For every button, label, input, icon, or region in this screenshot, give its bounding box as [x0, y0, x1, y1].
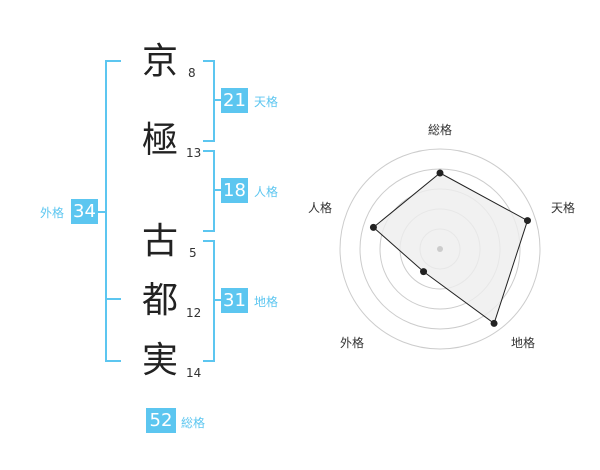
jinkaku-connector — [215, 189, 221, 191]
name-char-4: 都 — [141, 280, 178, 321]
jinkaku-bracket — [203, 150, 215, 232]
name-char-3: 古 — [141, 221, 178, 262]
jinkaku-label: 人格 — [254, 185, 279, 199]
radar-point-4 — [420, 268, 428, 276]
stroke-count-5: 14 — [186, 366, 202, 380]
radar-point-1 — [436, 169, 444, 177]
stroke-count-3: 5 — [189, 246, 197, 260]
radar-grid-ring — [379, 188, 501, 310]
gaikaku-label: 外格 — [40, 206, 65, 220]
radar-grid-ring — [419, 228, 461, 270]
radar-label-gaikaku: 外格 — [339, 336, 364, 350]
tenkaku-value: 21 — [221, 88, 248, 113]
gaikaku-bracket-bottom — [105, 298, 121, 362]
tenkaku-bracket — [203, 60, 215, 142]
chikaku-value: 31 — [221, 288, 248, 313]
soukaku-value: 52 — [146, 408, 176, 433]
name-char-5: 実 — [141, 340, 178, 381]
radar-label-tenkaku: 天格 — [550, 201, 575, 215]
radar-grid-ring — [339, 148, 541, 350]
name-char-2: 極 — [141, 120, 178, 161]
tenkaku-label: 天格 — [254, 95, 279, 109]
radar-label-soukaku: 総格 — [427, 123, 452, 137]
radar-value-polygon — [372, 172, 529, 325]
radar-grid-ring — [399, 208, 481, 290]
stroke-count-2: 13 — [186, 146, 202, 160]
gaikaku-bracket-top — [105, 60, 121, 300]
name-char-1: 京 — [141, 41, 178, 82]
radar-point-3 — [490, 319, 498, 327]
tenkaku-connector — [215, 99, 221, 101]
soukaku-label: 総格 — [181, 416, 206, 430]
gaikaku-value: 34 — [71, 199, 98, 224]
chikaku-label: 地格 — [254, 295, 279, 309]
chikaku-bracket — [203, 240, 215, 362]
radar-grid-ring — [359, 168, 521, 330]
radar-point-5 — [369, 223, 377, 231]
gaikaku-connector — [98, 211, 106, 213]
stroke-count-4: 12 — [186, 306, 202, 320]
jinkaku-value: 18 — [221, 178, 248, 203]
radar-center-dot — [437, 246, 443, 252]
radar-label-chikaku: 地格 — [510, 336, 535, 350]
stroke-count-1: 8 — [188, 66, 196, 80]
radar-point-2 — [523, 217, 531, 225]
chikaku-connector — [215, 299, 221, 301]
radar-label-jinkaku: 人格 — [307, 201, 332, 215]
